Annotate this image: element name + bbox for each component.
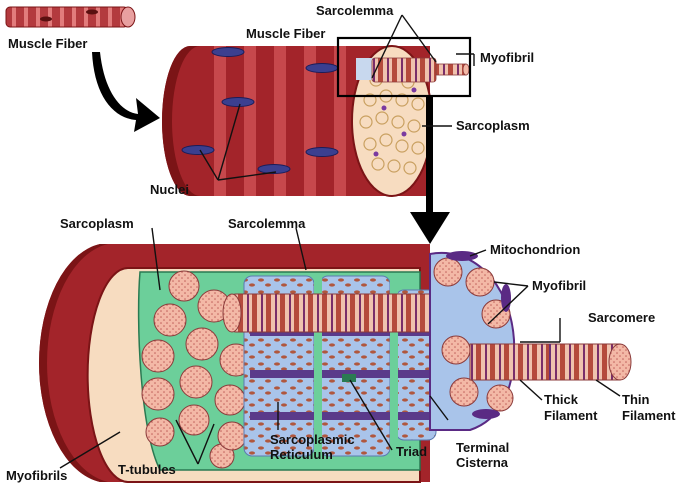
label-thin-1: Thin xyxy=(622,392,649,407)
myofibril-protruding xyxy=(356,57,470,83)
label-sarcomere: Sarcomere xyxy=(588,310,655,325)
label-muscle-fiber-large: Muscle Fiber xyxy=(246,26,325,41)
label-triad: Triad xyxy=(396,444,427,459)
large-muscle-fiber xyxy=(162,36,472,197)
label-myofibrils: Myofibrils xyxy=(6,468,67,483)
label-muscle-fiber-small: Muscle Fiber xyxy=(8,36,87,51)
label-nuclei: Nuclei xyxy=(150,182,189,197)
label-thin-2: Filament xyxy=(622,408,676,423)
label-thick-1: Thick xyxy=(544,392,579,407)
label-sr-2: Reticulum xyxy=(270,447,333,462)
arrow-curved xyxy=(92,52,160,132)
label-thick-2: Filament xyxy=(544,408,598,423)
arrow-down xyxy=(410,96,450,244)
label-sarcoplasm-bottom: Sarcoplasm xyxy=(60,216,134,231)
label-myofibril-bottom: Myofibril xyxy=(532,278,586,293)
label-terminal-2: Cisterna xyxy=(456,455,509,470)
zoom-box xyxy=(336,36,472,98)
label-terminal-1: Terminal xyxy=(456,440,509,455)
small-muscle-fiber xyxy=(5,6,136,28)
label-myofibril-top: Myofibril xyxy=(480,50,534,65)
sarcomere-protrusion xyxy=(469,343,632,381)
label-sarcolemma-bottom: Sarcolemma xyxy=(228,216,306,231)
mitochondria-cap xyxy=(429,251,516,431)
label-mitochondrion: Mitochondrion xyxy=(490,242,580,257)
label-sr-1: Sarcoplasmic xyxy=(270,432,355,447)
triad-markers xyxy=(342,374,356,382)
label-sarcoplasm-top: Sarcoplasm xyxy=(456,118,530,133)
muscle-striations xyxy=(214,46,346,196)
label-t-tubules: T-tubules xyxy=(118,462,176,477)
labels: Sarcolemma Muscle Fiber Myofibril Sarcop… xyxy=(6,3,676,483)
label-sarcolemma-top: Sarcolemma xyxy=(316,3,394,18)
leader-lines xyxy=(59,14,621,469)
nuclei-top xyxy=(181,47,339,174)
